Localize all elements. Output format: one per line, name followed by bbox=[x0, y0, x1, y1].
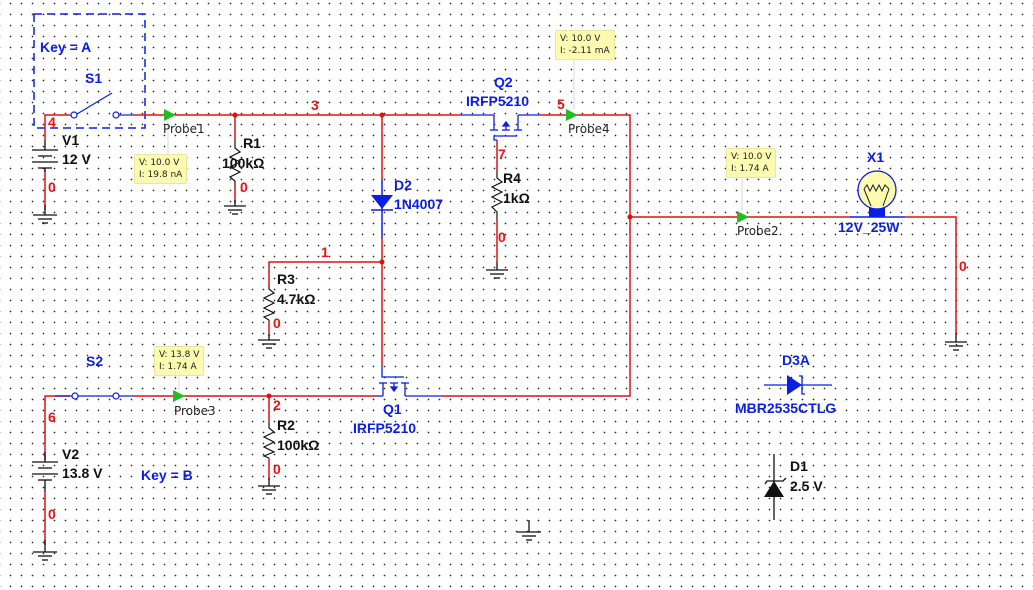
probe2-arrow-icon[interactable] bbox=[737, 211, 749, 223]
junction-dot bbox=[379, 259, 385, 265]
source-v1-ref: V1 bbox=[62, 132, 80, 148]
mosfet-q2-symbol[interactable] bbox=[460, 114, 540, 141]
switch-s1-symbol[interactable] bbox=[70, 92, 133, 119]
zener-d1-ref: D1 bbox=[790, 458, 808, 474]
probe2-current: I: 1.74 A bbox=[731, 164, 769, 174]
net-label-0-r2: 0 bbox=[273, 461, 281, 477]
ground-icon bbox=[33, 205, 57, 224]
wire-net1-r3[interactable] bbox=[268, 261, 382, 285]
switch-s1-ref: S1 bbox=[85, 70, 103, 86]
resistor-r2-ref: R2 bbox=[277, 417, 295, 433]
net-label-7: 7 bbox=[498, 146, 506, 162]
probe4-readout: V: 10.0 V I: -2.11 mA bbox=[555, 30, 615, 60]
net-label-3: 3 bbox=[311, 97, 319, 113]
probe1-voltage: V: 10.0 V bbox=[139, 158, 180, 168]
probe4-arrow-icon[interactable] bbox=[566, 109, 578, 121]
junction-dot bbox=[266, 393, 272, 399]
switch-s2-key: Key = B bbox=[141, 467, 193, 483]
probe3-readout: V: 13.8 V I: 1.74 A bbox=[154, 346, 205, 376]
lamp-x1-symbol[interactable] bbox=[850, 170, 905, 218]
wire-net4[interactable] bbox=[44, 114, 70, 140]
mosfet-q1-ref: Q1 bbox=[383, 401, 402, 417]
zener-d1-symbol[interactable] bbox=[764, 454, 787, 520]
ground-icon bbox=[258, 334, 280, 349]
battery-v2-symbol[interactable] bbox=[32, 452, 58, 492]
probe4-voltage: V: 10.0 V bbox=[560, 34, 601, 44]
lamp-x1-value: 12V_25W bbox=[838, 219, 900, 235]
resistor-r2-value: 100kΩ bbox=[277, 437, 320, 453]
net-label-0-r4: 0 bbox=[498, 229, 506, 245]
probe1-current: I: 19.8 nA bbox=[139, 170, 183, 180]
zener-d1-value: 2.5 V bbox=[790, 478, 823, 494]
net-label-5: 5 bbox=[557, 96, 565, 112]
source-v2-ref: V2 bbox=[62, 446, 80, 462]
diode-d3a-ref: D3A bbox=[782, 352, 811, 368]
probe4-current: I: -2.11 mA bbox=[560, 46, 610, 56]
switch-s2-symbol[interactable] bbox=[55, 392, 133, 400]
probe1-label[interactable]: Probe1 bbox=[163, 122, 205, 136]
ground-icon bbox=[258, 478, 280, 495]
resistor-r4-symbol[interactable] bbox=[490, 172, 504, 220]
resistor-r1-value: 100kΩ bbox=[222, 155, 265, 171]
net-label-0-r1: 0 bbox=[240, 179, 248, 195]
probe2-readout: V: 10.0 V I: 1.74 A bbox=[726, 148, 777, 178]
net-label-1: 1 bbox=[321, 244, 329, 260]
mosfet-q1-value: IRFP5210 bbox=[353, 420, 417, 436]
probe1-readout: V: 10.0 V I: 19.8 nA bbox=[134, 154, 188, 184]
diode-d3a-value: MBR2535CTLG bbox=[735, 400, 837, 416]
resistor-r3-value: 4.7kΩ bbox=[277, 291, 316, 307]
diode-d2-ref: D2 bbox=[394, 177, 412, 193]
probe1-arrow-icon[interactable] bbox=[164, 109, 176, 121]
junction-dot bbox=[627, 214, 633, 220]
source-v2-value: 13.8 V bbox=[62, 465, 103, 481]
net-label-0-lamp: 0 bbox=[959, 258, 967, 274]
resistor-r1-symbol[interactable] bbox=[228, 140, 242, 186]
resistor-r1-ref: R1 bbox=[243, 135, 261, 151]
diode-d2-value: 1N4007 bbox=[394, 196, 444, 212]
net-label-4: 4 bbox=[48, 114, 56, 130]
wire-lamp-out[interactable] bbox=[905, 216, 957, 333]
lamp-x1-ref: X1 bbox=[867, 149, 885, 165]
net-label-0-v1: 0 bbox=[48, 179, 56, 195]
ground-icon bbox=[224, 200, 246, 215]
resistor-r4-value: 1kΩ bbox=[503, 190, 530, 206]
probe4-label[interactable]: Probe4 bbox=[568, 122, 610, 136]
source-v1-value: 12 V bbox=[62, 151, 91, 167]
probe3-label[interactable]: Probe3 bbox=[174, 404, 216, 418]
mosfet-q1-symbol[interactable] bbox=[375, 365, 442, 397]
probe3-arrow-icon[interactable] bbox=[173, 390, 185, 402]
ground-icon bbox=[945, 333, 967, 351]
junction-dot bbox=[232, 112, 238, 118]
resistor-r4-ref: R4 bbox=[503, 170, 521, 186]
probe2-label[interactable]: Probe2 bbox=[737, 224, 779, 238]
net-label-0-v2: 0 bbox=[48, 506, 56, 522]
net-label-6: 6 bbox=[48, 409, 56, 425]
switch-s1-key: Key = A bbox=[40, 39, 92, 55]
resistor-r3-symbol[interactable] bbox=[262, 285, 276, 321]
probe3-voltage: V: 13.8 V bbox=[159, 350, 200, 360]
probe2-voltage: V: 10.0 V bbox=[731, 152, 772, 162]
ground-icon[interactable] bbox=[517, 520, 541, 541]
ground-symbols bbox=[33, 200, 967, 561]
net-label-0-r3: 0 bbox=[273, 315, 281, 331]
ground-icon bbox=[33, 540, 57, 561]
resistor-r2-symbol[interactable] bbox=[262, 422, 276, 459]
probe3-current: I: 1.74 A bbox=[159, 362, 197, 372]
diode-d2-symbol[interactable] bbox=[371, 180, 393, 238]
diode-d3a-symbol[interactable] bbox=[764, 375, 832, 395]
battery-v1-symbol[interactable] bbox=[32, 140, 58, 172]
mosfet-q2-ref: Q2 bbox=[494, 74, 513, 90]
mosfet-q2-value: IRFP5210 bbox=[466, 93, 530, 109]
wire-net5[interactable] bbox=[442, 114, 631, 397]
resistor-r3-ref: R3 bbox=[277, 271, 295, 287]
junction-dot bbox=[379, 112, 385, 118]
switch-s2-ref: S2 bbox=[86, 353, 104, 369]
net-label-2: 2 bbox=[273, 397, 281, 413]
ground-icon bbox=[486, 262, 508, 279]
switch-s1-group-box bbox=[33, 13, 146, 129]
